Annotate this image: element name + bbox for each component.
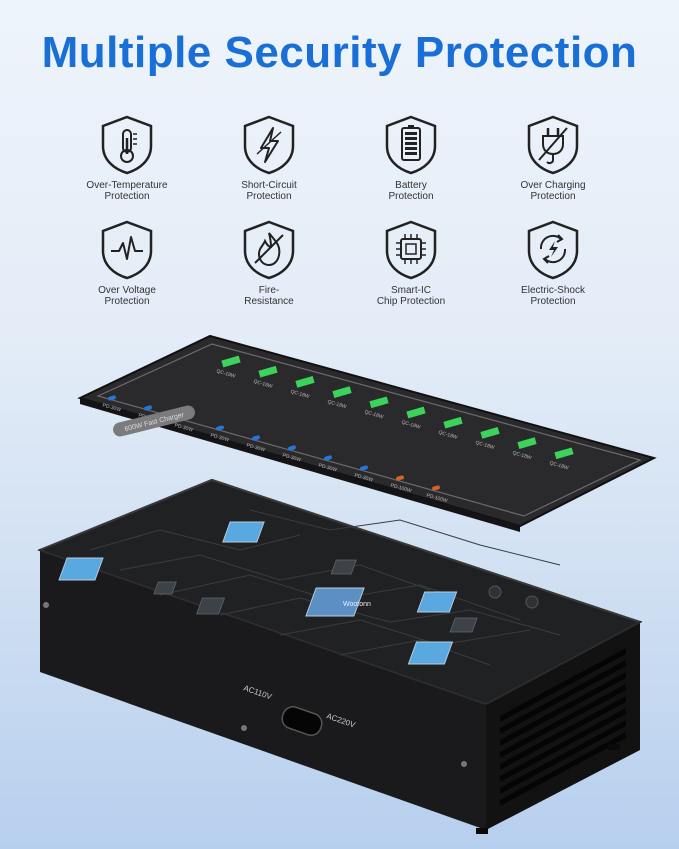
battery-icon	[385, 115, 437, 175]
plug-crossed-icon	[527, 115, 579, 175]
pd-port-label: PD-30W	[318, 463, 338, 474]
charger-case: Wootonn AC110V AC220V	[37, 478, 643, 834]
pd-port	[108, 395, 116, 401]
pd-port-label: PD-30W	[102, 403, 122, 414]
qc-port-label: QC-18W	[438, 430, 459, 441]
charger-illustration: QC-18W QC-18W QC-18W QC-18W QC-18W QC-18W QC-1…	[37, 334, 657, 834]
pd-port-label: PD-100W	[426, 493, 449, 505]
qc-port-label: QC-18W	[401, 420, 422, 431]
qc-port	[258, 365, 278, 378]
pd-port	[252, 435, 260, 441]
qc-port	[554, 447, 574, 460]
voltage-wave-icon	[101, 220, 153, 280]
pd-port-label: PD-30W	[174, 423, 194, 434]
qc-port	[406, 406, 426, 419]
qc-port-label: QC-18W	[253, 379, 274, 390]
qc-port-label: QC-18W	[512, 450, 533, 461]
qc-port	[295, 376, 315, 388]
feature-label: Fire-Resistance	[244, 285, 294, 307]
thermometer-icon	[101, 115, 153, 175]
pd-port	[216, 425, 224, 431]
qc-port	[369, 396, 389, 409]
pd-port-label: PD-30W	[354, 473, 374, 484]
qc-port-row: QC-18W QC-18W QC-18W QC-18W QC-18W QC-18W QC-1…	[216, 355, 574, 472]
pd-port-label: PD-100W	[390, 483, 413, 495]
lightning-icon	[243, 115, 295, 175]
pd-port-label: PD-30W	[210, 433, 230, 444]
flame-icon	[243, 220, 295, 280]
pd-port	[288, 445, 296, 451]
qc-port-label: QC-18W	[549, 460, 570, 471]
top-panel: QC-18W QC-18W QC-18W QC-18W QC-18W QC-18W QC-1…	[77, 334, 657, 532]
qc-port	[221, 355, 241, 368]
pd-port	[144, 405, 152, 411]
qc-port-label: QC-18W	[364, 409, 385, 420]
pd-port	[432, 485, 440, 491]
qc-port-label: QC-18W	[216, 369, 237, 380]
feature-fire-resistance: Fire-Resistance	[198, 219, 340, 314]
pd-port	[360, 465, 368, 471]
side-vents	[500, 648, 626, 806]
qc-port	[480, 427, 500, 439]
pd-port	[324, 455, 332, 461]
qc-port	[443, 416, 463, 429]
pd-port	[396, 475, 404, 481]
shock-cycle-icon	[527, 220, 579, 280]
qc-port-label: QC-18W	[475, 440, 496, 451]
qc-port-label: QC-18W	[327, 399, 348, 410]
qc-port	[332, 386, 352, 398]
chip-icon	[385, 220, 437, 280]
pd-port-label: PD-30W	[282, 453, 302, 464]
circuit-chips: Wootonn	[58, 521, 539, 665]
pd-port-label: PD-30W	[246, 443, 266, 454]
qc-port	[517, 437, 537, 449]
qc-port-label: QC-18W	[290, 389, 311, 400]
headline: Multiple Security Protection	[41, 28, 638, 77]
chip-brand: Wootonn	[343, 601, 371, 608]
